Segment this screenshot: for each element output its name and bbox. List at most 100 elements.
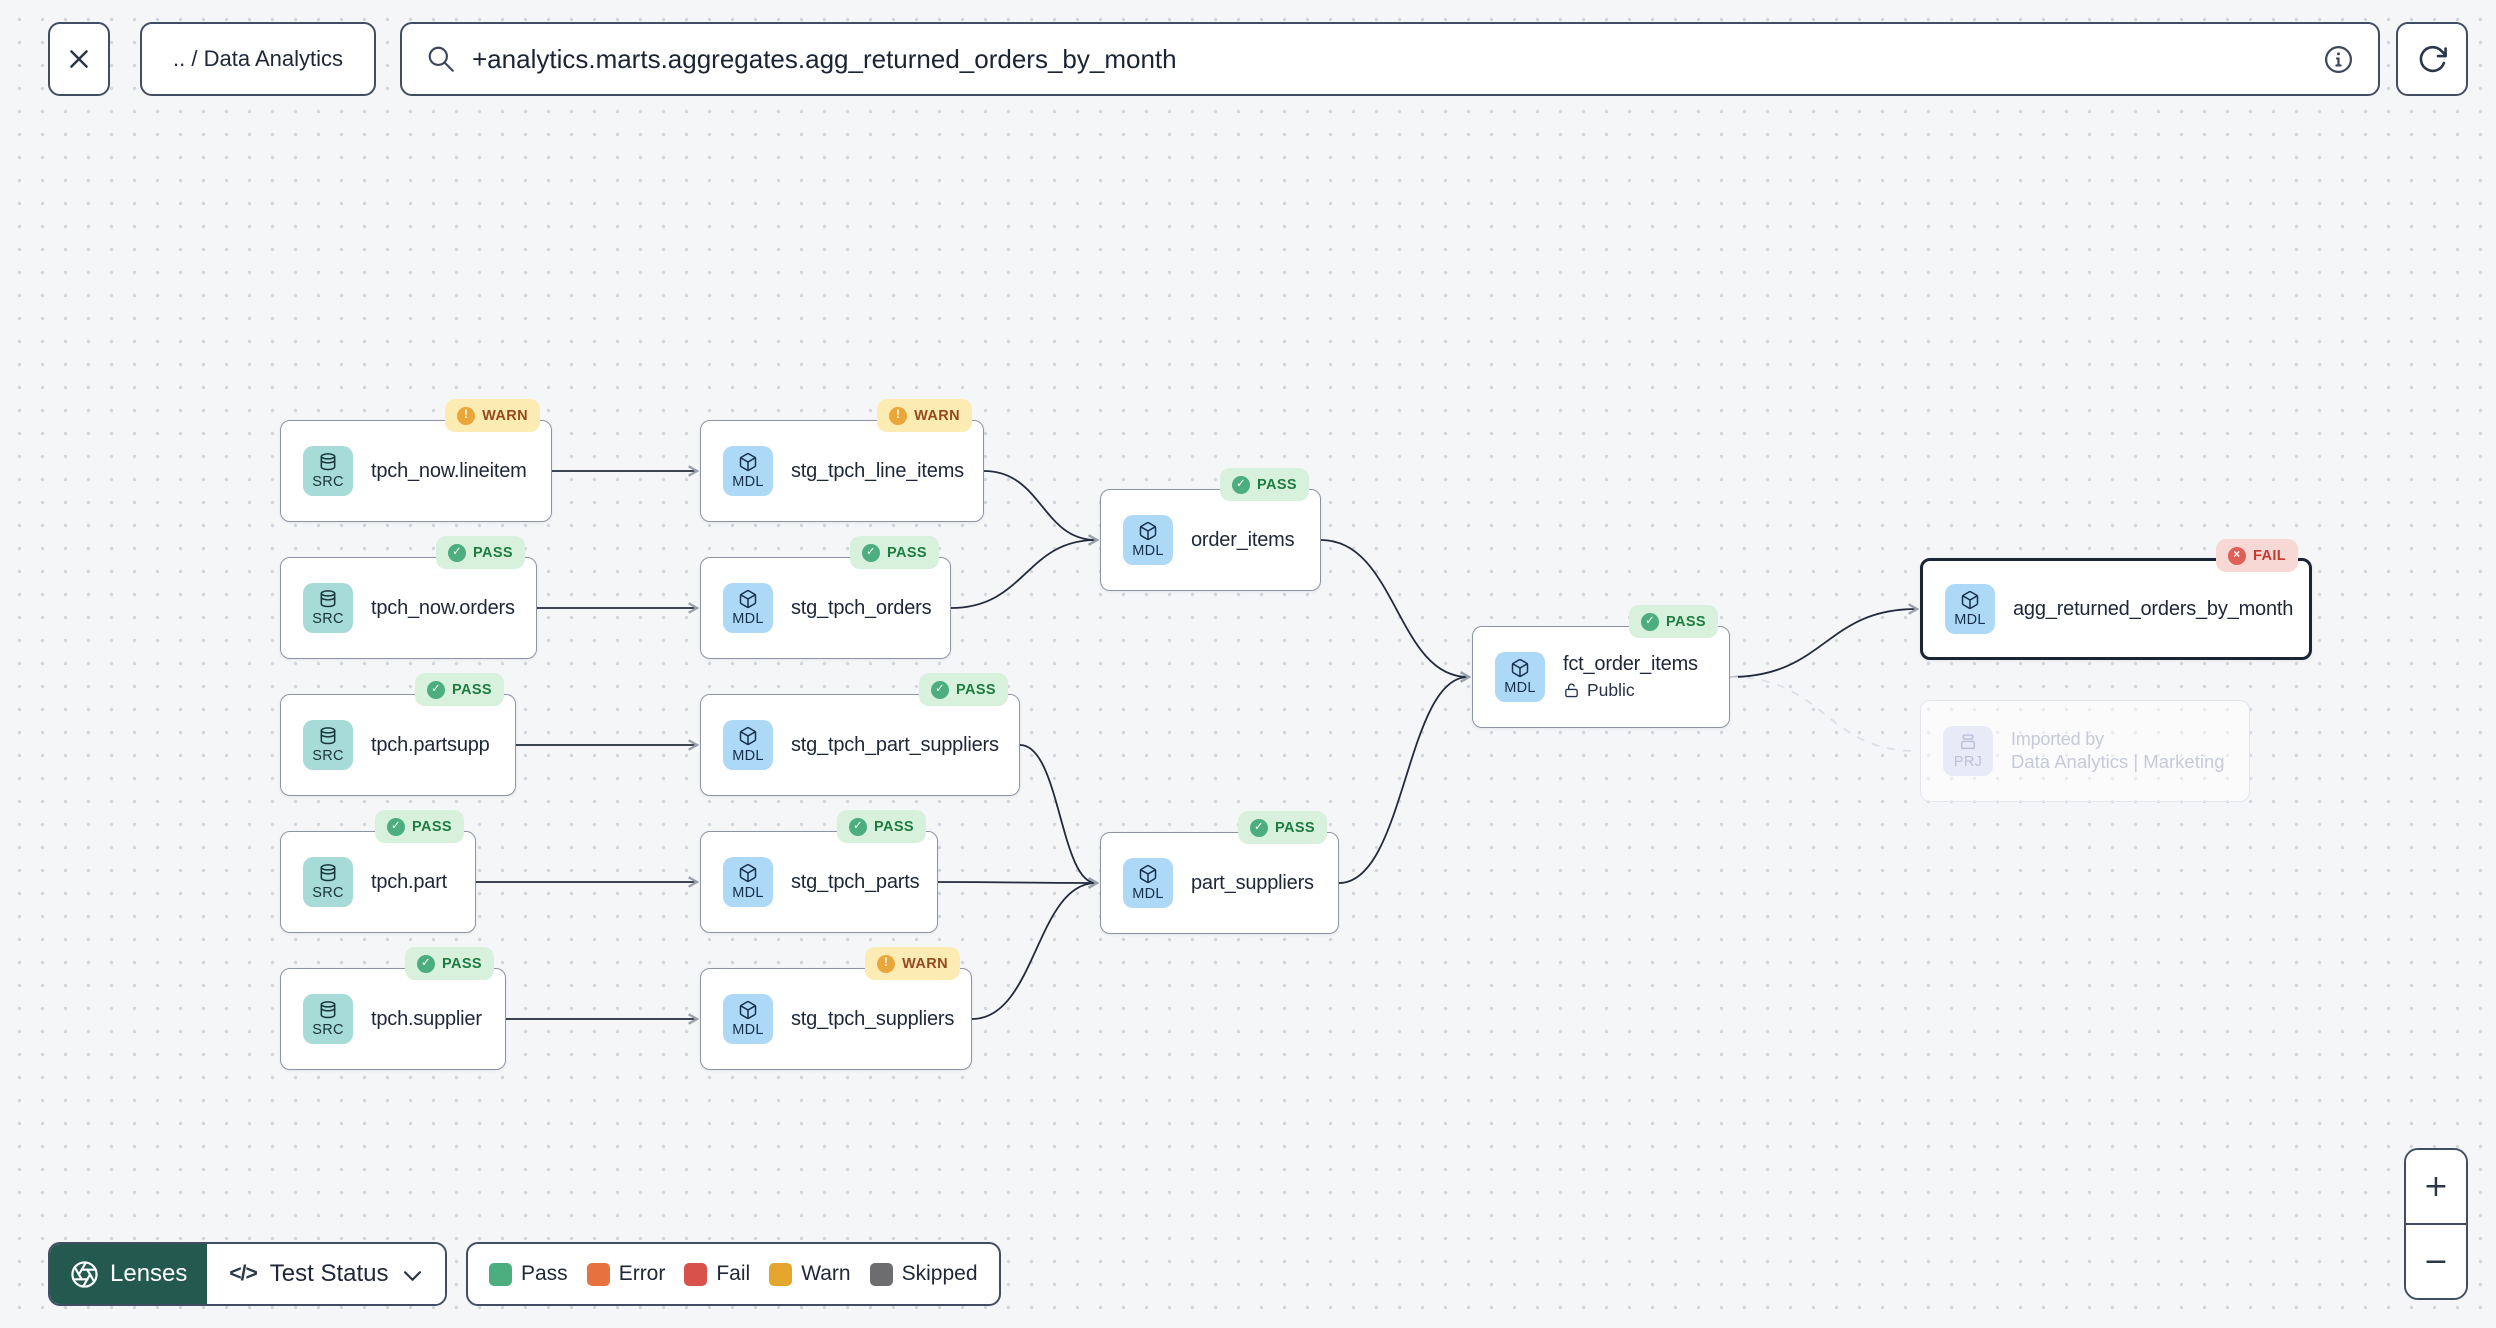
test-status-badge: ! WARN bbox=[877, 399, 972, 432]
info-button[interactable] bbox=[2323, 44, 2354, 75]
badge-status-icon: ✓ bbox=[848, 817, 867, 836]
legend-label: Fail bbox=[716, 1262, 751, 1285]
node-kind-label: MDL bbox=[1132, 886, 1164, 903]
cube-icon bbox=[1138, 864, 1158, 884]
node-kind-label: MDL bbox=[732, 611, 764, 628]
lineage-node[interactable]: ✓ PASS SRC tpch.partsupp bbox=[280, 673, 516, 796]
node-sublabel: Public bbox=[1563, 680, 1698, 701]
node-kind-label: SRC bbox=[312, 885, 344, 902]
zoom-in-button[interactable]: + bbox=[2406, 1150, 2466, 1223]
node-label: stg_tpch_parts bbox=[791, 870, 920, 893]
legend-item-pass: Pass bbox=[489, 1262, 568, 1286]
node-kind-label: MDL bbox=[732, 1022, 764, 1039]
test-status-badge: × FAIL bbox=[2215, 539, 2298, 572]
database-icon bbox=[318, 1000, 338, 1020]
node-kind-label: MDL bbox=[1504, 680, 1536, 697]
node-kind-box: SRC bbox=[303, 857, 353, 907]
search-input[interactable] bbox=[472, 43, 2307, 75]
lineage-node[interactable]: ✓ PASS SRC tpch.part bbox=[280, 810, 476, 933]
lens-selector-test-status[interactable]: </> Test Status bbox=[207, 1244, 445, 1304]
lineage-node[interactable]: ✓ PASS MDL part_suppliers bbox=[1100, 811, 1339, 934]
unlock-icon bbox=[1563, 682, 1580, 699]
refresh-icon bbox=[2416, 43, 2449, 76]
test-status-badge: ! WARN bbox=[865, 947, 960, 980]
cube-icon bbox=[738, 589, 758, 609]
test-status-badge: ✓ PASS bbox=[1219, 468, 1309, 501]
node-kind-box: MDL bbox=[723, 446, 773, 496]
zoom-controls: + − bbox=[2404, 1148, 2468, 1300]
node-kind-label: MDL bbox=[732, 474, 764, 491]
database-icon bbox=[318, 452, 338, 472]
cube-icon bbox=[1138, 521, 1158, 541]
lineage-node[interactable]: × FAIL MDL agg_returned_orders_by_month bbox=[1920, 539, 2312, 660]
test-status-badge: ✓ PASS bbox=[414, 673, 504, 706]
chevron-down-icon bbox=[402, 1266, 423, 1283]
lineage-node[interactable]: ✓ PASS MDL order_items bbox=[1100, 468, 1321, 591]
legend-swatch bbox=[769, 1262, 793, 1286]
close-icon bbox=[65, 45, 93, 73]
lineage-edge bbox=[950, 540, 1096, 609]
badge-status-icon: ! bbox=[877, 954, 896, 973]
legend-item-error: Error bbox=[586, 1262, 666, 1286]
node-kind-label: MDL bbox=[732, 748, 764, 765]
project-icon bbox=[1958, 732, 1978, 752]
test-status-badge: ✓ PASS bbox=[1628, 605, 1718, 638]
lineage-node[interactable]: ! WARN MDL stg_tpch_line_items bbox=[700, 399, 984, 522]
badge-status-icon: ✓ bbox=[1249, 818, 1268, 837]
lineage-node[interactable]: ✓ PASS MDL stg_tpch_orders bbox=[700, 536, 951, 659]
aperture-icon bbox=[70, 1260, 99, 1289]
test-status-badge: ✓ PASS bbox=[918, 673, 1008, 706]
badge-status-icon: ✓ bbox=[426, 680, 445, 699]
node-label: part_suppliers bbox=[1191, 871, 1314, 894]
badge-status-icon: ✓ bbox=[1640, 612, 1659, 631]
node-kind-box: MDL bbox=[1945, 584, 1995, 634]
search-icon bbox=[426, 44, 456, 74]
database-icon bbox=[318, 589, 338, 609]
node-kind-label: MDL bbox=[1132, 543, 1164, 560]
legend-label: Error bbox=[618, 1262, 666, 1285]
lineage-node[interactable]: ✓ PASS SRC tpch_now.orders bbox=[280, 536, 537, 659]
node-kind-box: MDL bbox=[1123, 515, 1173, 565]
badge-status-icon: ✓ bbox=[1231, 475, 1250, 494]
node-kind-box: SRC bbox=[303, 994, 353, 1044]
lineage-node[interactable]: ✓ PASS SRC tpch.supplier bbox=[280, 947, 506, 1070]
node-kind-label: MDL bbox=[732, 885, 764, 902]
badge-status-icon: ✓ bbox=[416, 954, 435, 973]
lineage-node[interactable]: ! WARN MDL stg_tpch_suppliers bbox=[700, 947, 972, 1070]
node-kind-box: MDL bbox=[723, 994, 773, 1044]
node-label: fct_order_items bbox=[1563, 653, 1698, 675]
database-icon bbox=[318, 726, 338, 746]
cube-icon bbox=[1960, 590, 1980, 610]
legend-item-skipped: Skipped bbox=[869, 1262, 978, 1286]
node-label: tpch.part bbox=[371, 870, 448, 893]
node-label: stg_tpch_orders bbox=[791, 596, 932, 619]
test-status-badge: ✓ PASS bbox=[374, 810, 464, 843]
lineage-node[interactable]: ✓ PASS MDL stg_tpch_parts bbox=[700, 810, 938, 933]
lineage-node[interactable]: PRJ Imported by Data Analytics | Marketi… bbox=[1920, 700, 2250, 802]
lineage-node[interactable]: ✓ PASS MDL fct_order_items Public bbox=[1472, 605, 1730, 728]
database-icon bbox=[318, 863, 338, 883]
divider bbox=[2406, 1222, 2466, 1226]
lineage-node[interactable]: ✓ PASS MDL stg_tpch_part_suppliers bbox=[700, 673, 1020, 796]
badge-status-icon: ! bbox=[889, 406, 908, 425]
lenses-button[interactable]: Lenses bbox=[50, 1244, 208, 1304]
breadcrumb[interactable]: .. / Data Analytics bbox=[140, 22, 376, 96]
zoom-out-button[interactable]: − bbox=[2406, 1225, 2466, 1298]
search-bar[interactable] bbox=[400, 22, 2380, 96]
code-icon: </> bbox=[229, 1262, 257, 1285]
test-status-badge: ✓ PASS bbox=[836, 810, 926, 843]
node-label: agg_returned_orders_by_month bbox=[2013, 597, 2294, 620]
lens-selector-label: Test Status bbox=[269, 1260, 389, 1287]
node-label: tpch_now.lineitem bbox=[371, 459, 527, 482]
legend-item-warn: Warn bbox=[769, 1262, 851, 1286]
node-label: stg_tpch_part_suppliers bbox=[791, 733, 999, 756]
lineage-node[interactable]: ! WARN SRC tpch_now.lineitem bbox=[280, 399, 552, 522]
refresh-button[interactable] bbox=[2396, 22, 2468, 96]
badge-status-icon: ✓ bbox=[386, 817, 405, 836]
close-button[interactable] bbox=[48, 22, 110, 96]
lineage-edge bbox=[971, 883, 1096, 1020]
test-status-legend: Pass Error Fail Warn Skipped bbox=[466, 1242, 1001, 1306]
node-kind-label: SRC bbox=[312, 474, 344, 491]
